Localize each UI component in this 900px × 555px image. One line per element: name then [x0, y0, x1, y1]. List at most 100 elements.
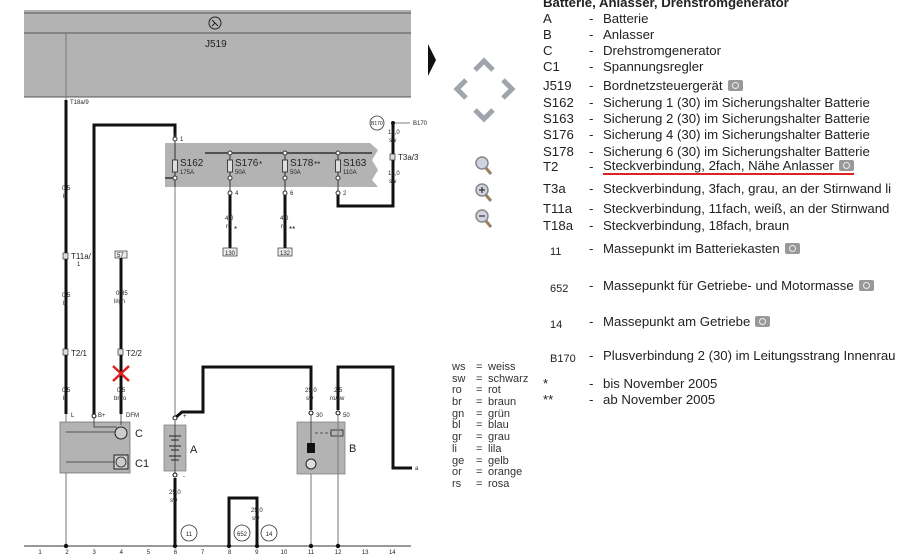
pan-down-icon[interactable] — [473, 108, 495, 123]
terminal-4: 4 — [235, 191, 239, 197]
wire-color: sw — [389, 179, 397, 185]
generator-label: C — [135, 428, 143, 440]
legend-description-text: Sicherung 2 (30) im Sicherungshalter Bat… — [603, 111, 870, 126]
column-number: 13 — [362, 550, 369, 555]
legend-code: S178 — [543, 144, 574, 159]
legend-dash: - — [589, 95, 594, 110]
legend-code: A — [543, 11, 552, 26]
legend-code: C1 — [543, 59, 560, 74]
ground-wire: 25,0 sw — [227, 496, 263, 546]
column-number: 1 — [38, 550, 42, 555]
terminal-6: 6 — [290, 191, 294, 197]
legend-description: Plusverbindung 2 (30) im Leitungsstrang … — [603, 348, 896, 364]
legend-code: 652 — [550, 283, 569, 295]
color-name: schwarz — [488, 372, 529, 385]
equals-sign: = — [476, 466, 483, 479]
camera-icon[interactable] — [755, 316, 771, 327]
ground-point-652: 652 — [233, 524, 251, 542]
fuse-name: S178 — [290, 158, 314, 169]
equals-sign: = — [476, 361, 483, 373]
wire-color: bl — [63, 301, 68, 307]
column-number: 5 — [147, 550, 151, 555]
fuse-icon — [335, 159, 341, 173]
zoom-in-icon[interactable] — [475, 183, 493, 202]
column-number: 11 — [308, 550, 315, 555]
zoom-icon[interactable] — [475, 156, 493, 175]
legend-dash: - — [589, 314, 594, 329]
legend-description: Massepunkt für Getriebe- und Motormasse — [603, 278, 874, 294]
color-abbr: rs — [452, 477, 462, 490]
color-abbr: ws — [452, 361, 466, 373]
color-code-sw: sw=schwarz — [452, 372, 529, 386]
pan-right-icon[interactable] — [501, 78, 516, 100]
connector-t11a-label: T11a/ — [71, 252, 92, 261]
color-code-ro: ro=rot — [452, 385, 528, 397]
legend-description-text: Spannungsregler — [603, 59, 704, 74]
color-abbr: ro — [452, 384, 462, 397]
color-name: rosa — [488, 477, 510, 490]
legend-description: Sicherung 6 (30) im Sicherungshalter Bat… — [603, 144, 870, 160]
terminal-30: 30 — [316, 413, 323, 419]
j519-label: J519 — [205, 39, 227, 50]
fuse-rating: 175A — [180, 170, 194, 176]
wire-size: 4,0 — [225, 216, 234, 222]
camera-icon[interactable] — [784, 243, 800, 254]
color-abbr: li — [452, 442, 457, 455]
camera-icon[interactable] — [727, 80, 743, 91]
legend-description[interactable]: Steckverbindung, 2fach, Nähe Anlasser — [603, 159, 854, 175]
legend-code: C — [543, 43, 553, 58]
junction-dot — [254, 543, 260, 549]
legend-dash: - — [589, 241, 594, 256]
legend-dash: - — [589, 278, 594, 293]
legend-code: T2 — [543, 159, 559, 174]
component-legend: Batterie, Anlasser, Drehstromgenerator A… — [543, 0, 900, 407]
reference-box: 132 — [280, 251, 291, 257]
junction-dot — [226, 543, 232, 549]
terminal-l: L — [71, 413, 75, 419]
wire-size: 2,5 — [334, 388, 343, 394]
legend-description: Sicherung 2 (30) im Sicherungshalter Bat… — [603, 111, 870, 127]
camera-icon[interactable] — [858, 280, 874, 291]
column-number: 14 — [389, 550, 396, 555]
wire-size: 10,0 — [388, 171, 400, 177]
color-code-bl: bl=blau — [452, 420, 528, 432]
wire-color: ro — [281, 224, 287, 230]
next-page-arrow-icon[interactable] — [428, 44, 436, 76]
wire-size: 10,0 — [388, 130, 400, 136]
battery-a: + - A 25,0 sw — [163, 365, 313, 546]
legend-code: T18a — [543, 218, 574, 233]
color-code-ge: ge=gelb — [452, 455, 528, 468]
legend-dash: - — [589, 59, 594, 74]
legend-code: * — [543, 376, 549, 391]
legend-dash: - — [589, 218, 594, 233]
connector-t2-1-label: T2/1 — [71, 349, 88, 358]
wire-size: 25,0 — [305, 388, 317, 394]
zoom-out-icon[interactable] — [475, 209, 493, 228]
pan-left-icon[interactable] — [453, 78, 468, 100]
camera-icon[interactable] — [838, 160, 854, 171]
color-abbr: gr — [452, 431, 462, 444]
fuse-name: S162 — [180, 158, 204, 169]
control-unit-symbol-icon — [208, 16, 222, 30]
legend-dash: - — [589, 201, 594, 216]
color-name: rot — [488, 384, 501, 397]
legend-code: J519 — [543, 78, 572, 93]
terminal-dfm: DFM — [126, 413, 139, 419]
legend-description: Anlasser — [603, 27, 654, 43]
wire-size: 0,5 — [62, 293, 71, 299]
legend-description-text: bis November 2005 — [603, 376, 718, 391]
fuse-icon — [227, 159, 233, 173]
legend-dash: - — [589, 144, 594, 159]
terminal-b-plus: B+ — [98, 413, 106, 419]
legend-description-text: Steckverbindung, 3fach, grau, an der Sti… — [603, 181, 892, 196]
legend-title: Batterie, Anlasser, Drehstromgenerator — [543, 0, 789, 10]
pan-up-icon[interactable] — [473, 57, 495, 72]
legend-description: Bordnetzsteuergerät — [603, 78, 743, 94]
wire-size: 25,0 — [251, 508, 263, 514]
legend-dash: - — [589, 11, 594, 26]
legend-description-text: Bordnetzsteuergerät — [603, 78, 723, 93]
